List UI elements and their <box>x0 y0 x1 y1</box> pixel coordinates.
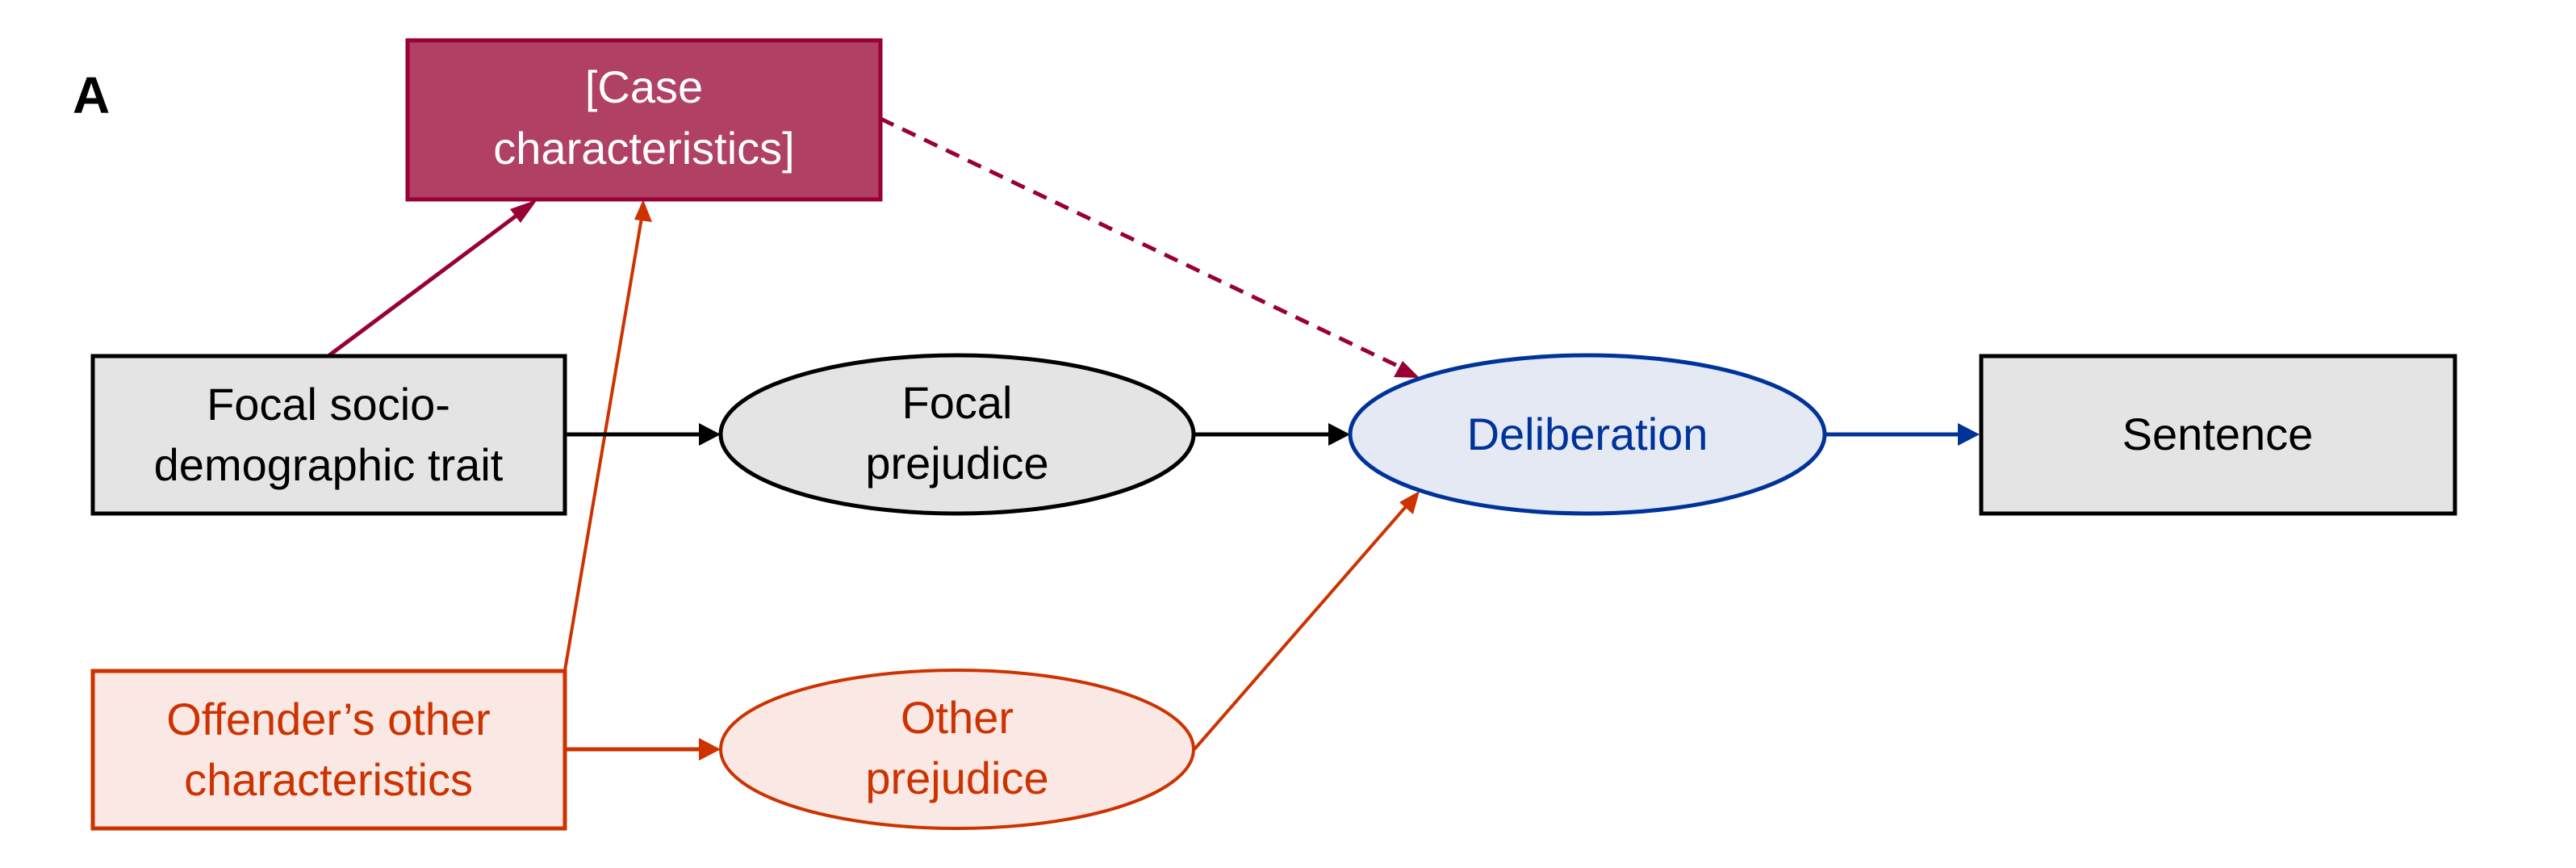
node-label: prejudice <box>865 753 1048 803</box>
node-label: characteristics <box>184 754 473 805</box>
edge-focal-trait-to-case <box>328 206 528 358</box>
node-label: Sentence <box>2122 409 2314 459</box>
edges-layer <box>328 116 1980 761</box>
arrowhead-icon <box>1328 423 1350 446</box>
node-label: [Case <box>585 61 703 112</box>
node-label: characteristics] <box>493 123 794 174</box>
node-other-prejudice: Other prejudice <box>719 669 1195 830</box>
node-label: Offender’s other <box>166 694 491 744</box>
arrowhead-icon <box>699 423 721 446</box>
node-focal-prejudice: Focal prejudice <box>718 353 1196 516</box>
edge-offender-to-case <box>563 217 643 671</box>
node-deliberation: Deliberation <box>1348 353 1827 516</box>
arrowhead-icon <box>1394 361 1420 378</box>
node-label: Other <box>901 692 1014 743</box>
arrowhead-icon <box>1958 423 1980 446</box>
arrowhead-icon <box>699 738 721 761</box>
panel-label: A <box>73 66 110 124</box>
edge-other-prejudice-to-deliberation <box>1193 502 1410 751</box>
node-label: Deliberation <box>1467 409 1708 459</box>
edge-case-to-deliberation-dashed <box>879 116 1406 371</box>
node-label: Focal socio- <box>207 379 450 430</box>
node-label: prejudice <box>865 438 1048 489</box>
arrowhead-icon <box>510 199 537 223</box>
node-offender-other-characteristics: Offender’s other characteristics <box>90 669 567 831</box>
arrowhead-icon <box>634 199 652 222</box>
node-label: demographic trait <box>154 439 504 490</box>
arrowhead-icon <box>1399 491 1420 514</box>
node-focal-trait: Focal socio- demographic trait <box>90 354 567 516</box>
node-label: Focal <box>902 377 1013 428</box>
node-case-characteristics: [Case characteristics] <box>405 38 883 202</box>
node-sentence: Sentence <box>1979 354 2457 516</box>
